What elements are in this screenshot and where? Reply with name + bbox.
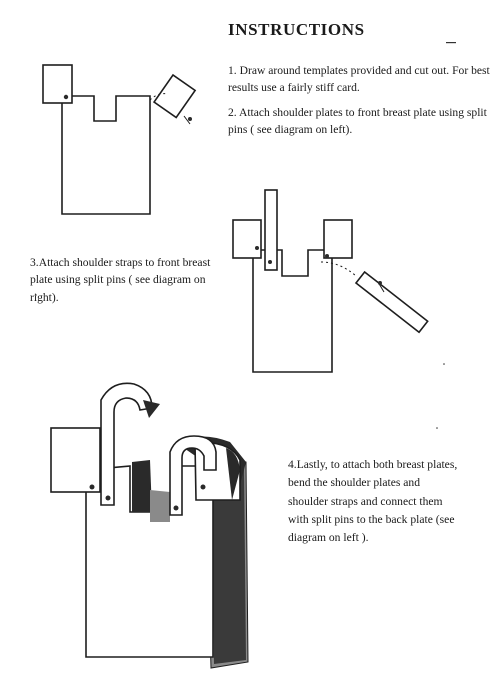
step-3-text: 3.Attach shoulder straps to front breast… xyxy=(30,256,211,304)
step-4-text: 4.Lastly, to attach both breast plates, … xyxy=(288,458,458,545)
front-breast-plate xyxy=(61,95,151,215)
attach-guide-line xyxy=(149,93,169,101)
front-breast-plate xyxy=(252,249,333,373)
right-shoulder-strap xyxy=(169,435,217,516)
left-shoulder-plate xyxy=(232,219,262,259)
right-shoulder-plate-detached xyxy=(152,73,197,119)
diagram-3-assembled xyxy=(50,382,249,669)
right-shoulder-strap-detached xyxy=(354,270,429,334)
attach-guide-line xyxy=(320,261,357,277)
left-shoulder-strap xyxy=(264,189,278,271)
scan-specks xyxy=(35,42,456,429)
left-shoulder-plate xyxy=(50,427,101,493)
split-pin-icon xyxy=(183,115,191,125)
page-title: INSTRUCTIONS xyxy=(228,20,365,39)
step-2-text: 2. Attach shoulder plates to front breas… xyxy=(228,106,487,137)
right-shoulder-plate xyxy=(323,219,353,259)
diagram-1-shoulder-plates xyxy=(42,64,197,215)
split-pin xyxy=(63,94,69,100)
step-1-text: 1. Draw around templates provided and cu… xyxy=(228,64,490,95)
bend-arrow-icon xyxy=(143,400,160,418)
left-shoulder-strap xyxy=(100,382,153,506)
diagram-2-shoulder-straps xyxy=(232,189,429,373)
